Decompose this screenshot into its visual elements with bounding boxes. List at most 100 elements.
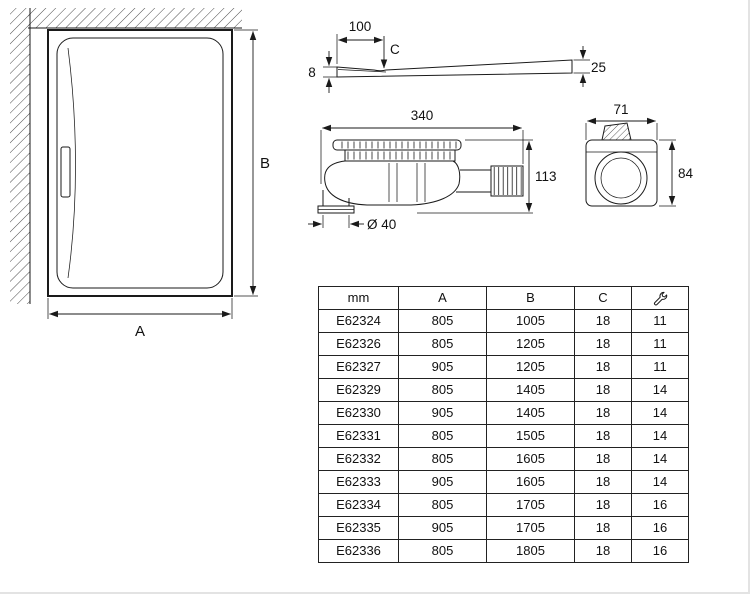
dimension-71: 71 xyxy=(585,102,658,140)
table-row: E62332 805 1605 18 14 xyxy=(318,447,689,471)
dim-label-340: 340 xyxy=(411,108,434,123)
cell-reference: E62326 xyxy=(318,332,399,356)
table-row: E62327 905 1205 18 11 xyxy=(318,355,689,379)
dimension-8: 8 xyxy=(308,51,337,93)
cell-reference: E62329 xyxy=(318,378,399,402)
cell-tool: 14 xyxy=(631,401,689,425)
bottom-outlet xyxy=(317,190,355,214)
cell-b: 1605 xyxy=(486,470,575,494)
cell-b: 1405 xyxy=(486,401,575,425)
cell-tool: 14 xyxy=(631,378,689,402)
cell-c: 18 xyxy=(574,401,632,425)
plan-view: A B xyxy=(10,8,270,340)
cell-c: 18 xyxy=(574,516,632,540)
table-row: E62331 805 1505 18 14 xyxy=(318,424,689,448)
dimension-25: 25 xyxy=(573,46,606,87)
cell-tool: 11 xyxy=(631,332,689,356)
col-header-tool xyxy=(631,286,689,310)
dim-label-8: 8 xyxy=(308,65,316,80)
cell-tool: 14 xyxy=(631,424,689,448)
cell-a: 805 xyxy=(398,447,487,471)
cell-a: 905 xyxy=(398,516,487,540)
table-row: E62329 805 1405 18 14 xyxy=(318,378,689,402)
col-header-reference: mm xyxy=(318,286,399,310)
cell-b: 1205 xyxy=(486,332,575,356)
cell-reference: E62330 xyxy=(318,401,399,425)
cell-a: 805 xyxy=(398,539,487,563)
cell-b: 1605 xyxy=(486,447,575,471)
cell-c: 18 xyxy=(574,493,632,517)
cell-a: 805 xyxy=(398,493,487,517)
cell-c: 18 xyxy=(574,309,632,333)
table-row: E62334 805 1705 18 16 xyxy=(318,493,689,517)
cell-a: 805 xyxy=(398,309,487,333)
cell-tool: 14 xyxy=(631,447,689,471)
cell-reference: E62332 xyxy=(318,447,399,471)
cell-a: 805 xyxy=(398,332,487,356)
cell-reference: E62331 xyxy=(318,424,399,448)
outlet-tab xyxy=(601,122,632,141)
trap-front-view: 71 84 xyxy=(585,102,694,207)
dimension-100: 100 xyxy=(336,19,384,64)
dim-label-71: 71 xyxy=(613,102,628,117)
table-row: E62326 805 1205 18 11 xyxy=(318,332,689,356)
cell-b: 1005 xyxy=(486,309,575,333)
dimension-c: C xyxy=(380,36,400,69)
cell-b: 1505 xyxy=(486,424,575,448)
cell-tool: 11 xyxy=(631,355,689,379)
dimension-84: 84 xyxy=(659,139,694,207)
col-header-a: A xyxy=(398,286,487,310)
cell-reference: E62335 xyxy=(318,516,399,540)
cell-b: 1805 xyxy=(486,539,575,563)
cell-c: 18 xyxy=(574,539,632,563)
shower-tray-outline xyxy=(47,29,233,297)
cell-reference: E62324 xyxy=(318,309,399,333)
col-header-b: B xyxy=(486,286,575,310)
cell-reference: E62336 xyxy=(318,539,399,563)
waste-outlet-marker xyxy=(60,146,71,198)
dimension-b: B xyxy=(234,29,270,297)
drain-body-front xyxy=(585,122,658,207)
dim-label-a: A xyxy=(135,323,145,340)
cell-b: 1705 xyxy=(486,493,575,517)
dimension-a: A xyxy=(47,298,233,340)
table-row: E62335 905 1705 18 16 xyxy=(318,516,689,540)
cell-tool: 16 xyxy=(631,539,689,563)
cell-tool: 11 xyxy=(631,309,689,333)
dim-label-113: 113 xyxy=(535,169,557,184)
dimension-table: mm A B C E62324 805 1005 18 11 E62326 xyxy=(318,286,689,563)
table-row: E62333 905 1605 18 14 xyxy=(318,470,689,494)
cell-b: 1705 xyxy=(486,516,575,540)
cell-reference: E62327 xyxy=(318,355,399,379)
tray-profile xyxy=(336,59,573,78)
cell-c: 18 xyxy=(574,447,632,471)
dim-label-25: 25 xyxy=(591,60,606,75)
cell-a: 905 xyxy=(398,470,487,494)
table-row: E62336 805 1805 18 16 xyxy=(318,539,689,563)
cell-a: 805 xyxy=(398,424,487,448)
cell-reference: E62334 xyxy=(318,493,399,517)
cell-c: 18 xyxy=(574,332,632,356)
cell-a: 805 xyxy=(398,378,487,402)
cell-b: 1405 xyxy=(486,378,575,402)
dim-label-84: 84 xyxy=(678,166,694,181)
dim-label-100: 100 xyxy=(349,19,372,34)
col-header-c: C xyxy=(574,286,632,310)
cell-c: 18 xyxy=(574,424,632,448)
cell-tool: 16 xyxy=(631,493,689,517)
drain-circle-outer xyxy=(594,151,648,205)
drain-trap-body xyxy=(317,139,524,214)
dimension-340: 340 xyxy=(320,108,524,184)
drain-circle-inner xyxy=(600,157,642,199)
dimension-113: 113 xyxy=(417,139,557,214)
trap-internals xyxy=(388,163,426,202)
dim-label-b: B xyxy=(260,155,270,172)
table-header-row: mm A B C xyxy=(318,286,689,310)
dim-label-c: C xyxy=(390,42,400,57)
wall-hatching xyxy=(10,8,242,304)
cell-c: 18 xyxy=(574,355,632,379)
cell-tool: 16 xyxy=(631,516,689,540)
cell-tool: 14 xyxy=(631,470,689,494)
dim-label-diameter: Ø 40 xyxy=(367,217,396,232)
